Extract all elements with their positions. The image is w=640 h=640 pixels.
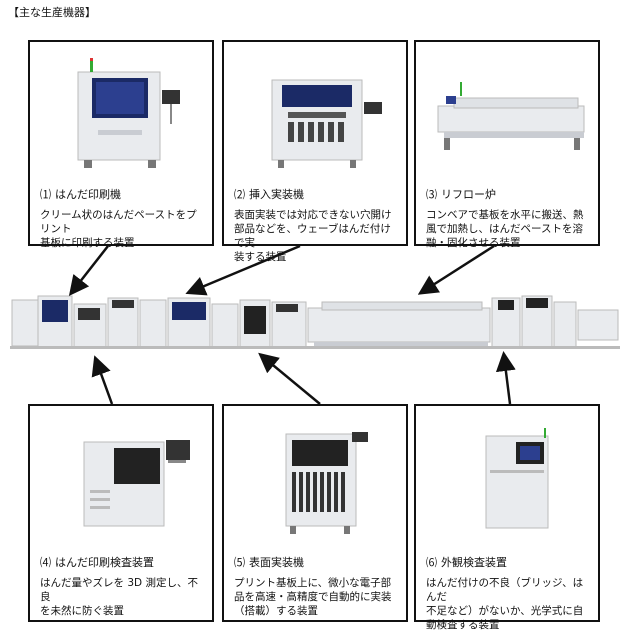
machine-box-4: ⑷はんだ印刷検査装置 はんだ量やズレを 3D 測定し、不良を未然に防ぐ装置 [28,404,214,622]
machine-title-1: ⑴はんだ印刷機 [40,188,121,201]
reflow-oven-photo [424,50,590,172]
aoi-machine-photo [424,414,590,536]
machine-title-5: ⑸表面実装機 [234,556,304,569]
arrow-5 [258,352,321,405]
machine-box-3: ⑶リフロー炉 コンベアで基板を水平に搬送、熱風で加熱し、はんだペーストを溶融・固… [414,40,600,249]
machine-title-6: ⑹外観検査装置 [426,556,507,569]
machine-desc-6: はんだ付けの不良（ブリッジ、はんだ不足など）がないか、光学式に自動検査する装置 [426,577,584,631]
machine-title-3: ⑶リフロー炉 [426,188,496,201]
insertion-mounter-photo [232,50,398,172]
machine-box-2: ⑵挿入実装機 表面実装では対応できない穴開け部品などを、ウェーブはんだ付けで実装… [222,40,408,263]
arrow-6 [495,351,516,405]
production-line-image [0,280,640,360]
machine-title-4: ⑷はんだ印刷検査装置 [40,556,154,569]
machine-desc-2: 表面実装では対応できない穴開け部品などを、ウェーブはんだ付けで実装する装置 [234,209,392,263]
machine-desc-1: クリーム状のはんだペーストをプリント基板に印刷する装置 [40,209,197,249]
machine-box-1: ⑴はんだ印刷機 クリーム状のはんだペーストをプリント基板に印刷する装置 [28,40,214,249]
spi-machine-photo [38,414,204,536]
arrow-4 [91,355,114,405]
machine-desc-3: コンベアで基板を水平に搬送、熱風で加熱し、はんだペーストを溶融・固化させる装置 [426,209,584,249]
page-title: 【主な生産機器】 [8,6,96,19]
machine-title-2: ⑵挿入実装機 [234,188,304,201]
machine-box-6: ⑹外観検査装置 はんだ付けの不良（ブリッジ、はんだ不足など）がないか、光学式に自… [414,404,600,631]
smt-mounter-photo [232,414,398,536]
machine-desc-5: プリント基板上に、微小な電子部品を高速・高精度で自動的に実装（搭載）する装置 [234,577,392,617]
machine-desc-4: はんだ量やズレを 3D 測定し、不良を未然に防ぐ装置 [40,577,198,617]
solder-printer-photo [38,50,204,172]
machine-box-5: ⑸表面実装機 プリント基板上に、微小な電子部品を高速・高精度で自動的に実装（搭載… [222,404,408,622]
